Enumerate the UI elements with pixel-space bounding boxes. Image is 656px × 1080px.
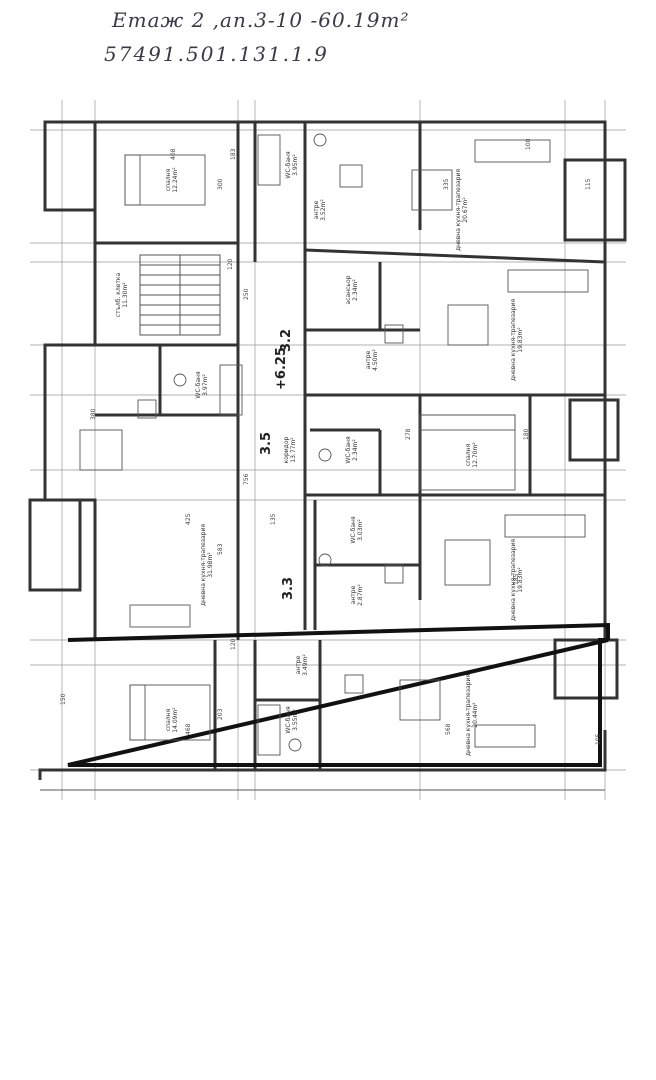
- room-label: WC-баня2.34m²: [345, 436, 359, 464]
- dimension-label: 380: [90, 408, 97, 420]
- room-label: антре2.87m²: [350, 584, 364, 606]
- dimension-label: 135: [270, 513, 277, 525]
- dimension-label: 105: [595, 733, 602, 745]
- room-label: стълб. клетка11.30m²: [115, 273, 129, 318]
- room-label: дневна кухня-трапезария20.67m²: [455, 169, 469, 251]
- dimension-label: 756: [243, 473, 250, 485]
- dining-tables: [79, 169, 491, 721]
- staircase: [139, 254, 221, 336]
- room-label: WC-баня3.03m²: [350, 516, 364, 544]
- dimension-label: 185: [513, 573, 520, 585]
- dimension-label: 583: [217, 543, 224, 555]
- room-label: спалня12.70m²: [465, 442, 479, 468]
- dimension-label: 568: [445, 723, 452, 735]
- room-label: дневна кухня-трапезария20.44m²: [465, 674, 479, 756]
- outer-walls: [28, 120, 627, 791]
- dimension-label: 183: [230, 148, 237, 160]
- bath-fixtures: [137, 133, 404, 756]
- dimension-label: 115: [585, 178, 592, 190]
- dimension-label: 408: [170, 148, 177, 160]
- room-label: WC-баня3.95m²: [285, 151, 299, 179]
- room-label: антре4.50m²: [365, 349, 379, 371]
- room-label: дневна кухня-трапезария31.98m²: [200, 524, 214, 606]
- room-label: дневна кухня-трапезария19.83m²: [510, 539, 524, 621]
- dimension-label: 150: [60, 693, 67, 705]
- dimension-label: 335: [443, 178, 450, 190]
- highlighted-apartment: [67, 622, 610, 767]
- beds: [124, 154, 516, 741]
- cadastral-code: 57491.501.131.1.9: [104, 42, 329, 66]
- dimension-label: 250: [243, 288, 250, 300]
- room-label: антре3.52m²: [313, 199, 327, 221]
- dimension-label: 100: [525, 138, 532, 150]
- page-title: Етаж 2 ,ап.3-10 -60.19m²: [112, 8, 410, 32]
- sofas: [129, 139, 589, 748]
- room-label: WC-баня3.55m²: [285, 706, 299, 734]
- room-label: дневна кухня-трапезария19.83m²: [510, 299, 524, 381]
- level-mark: 3.3: [281, 577, 296, 600]
- dimension-label: 120: [230, 638, 237, 650]
- dimension-label: 180: [523, 428, 530, 440]
- dimension-label: 203: [217, 708, 224, 720]
- room-label: спалня14.09m²: [165, 707, 179, 733]
- dimension-label: 120: [227, 258, 234, 270]
- level-mark: 3.2: [279, 329, 294, 352]
- room-label: спалня12.24m²: [165, 167, 179, 193]
- level-mark: 3.5: [259, 432, 274, 455]
- grid-lines: [30, 100, 626, 800]
- room-label: антре3.49m²: [295, 654, 309, 676]
- room-label: коридор13.77m²: [283, 436, 297, 463]
- level-mark: +6.25: [274, 347, 289, 390]
- dimension-label: 278: [405, 428, 412, 440]
- dimension-label: 468: [185, 723, 192, 735]
- room-label: WC-баня3.97m²: [195, 371, 209, 399]
- dimension-label: 300: [217, 178, 224, 190]
- room-label: асансьор2.34m²: [345, 275, 359, 304]
- dimension-label: 425: [185, 513, 192, 525]
